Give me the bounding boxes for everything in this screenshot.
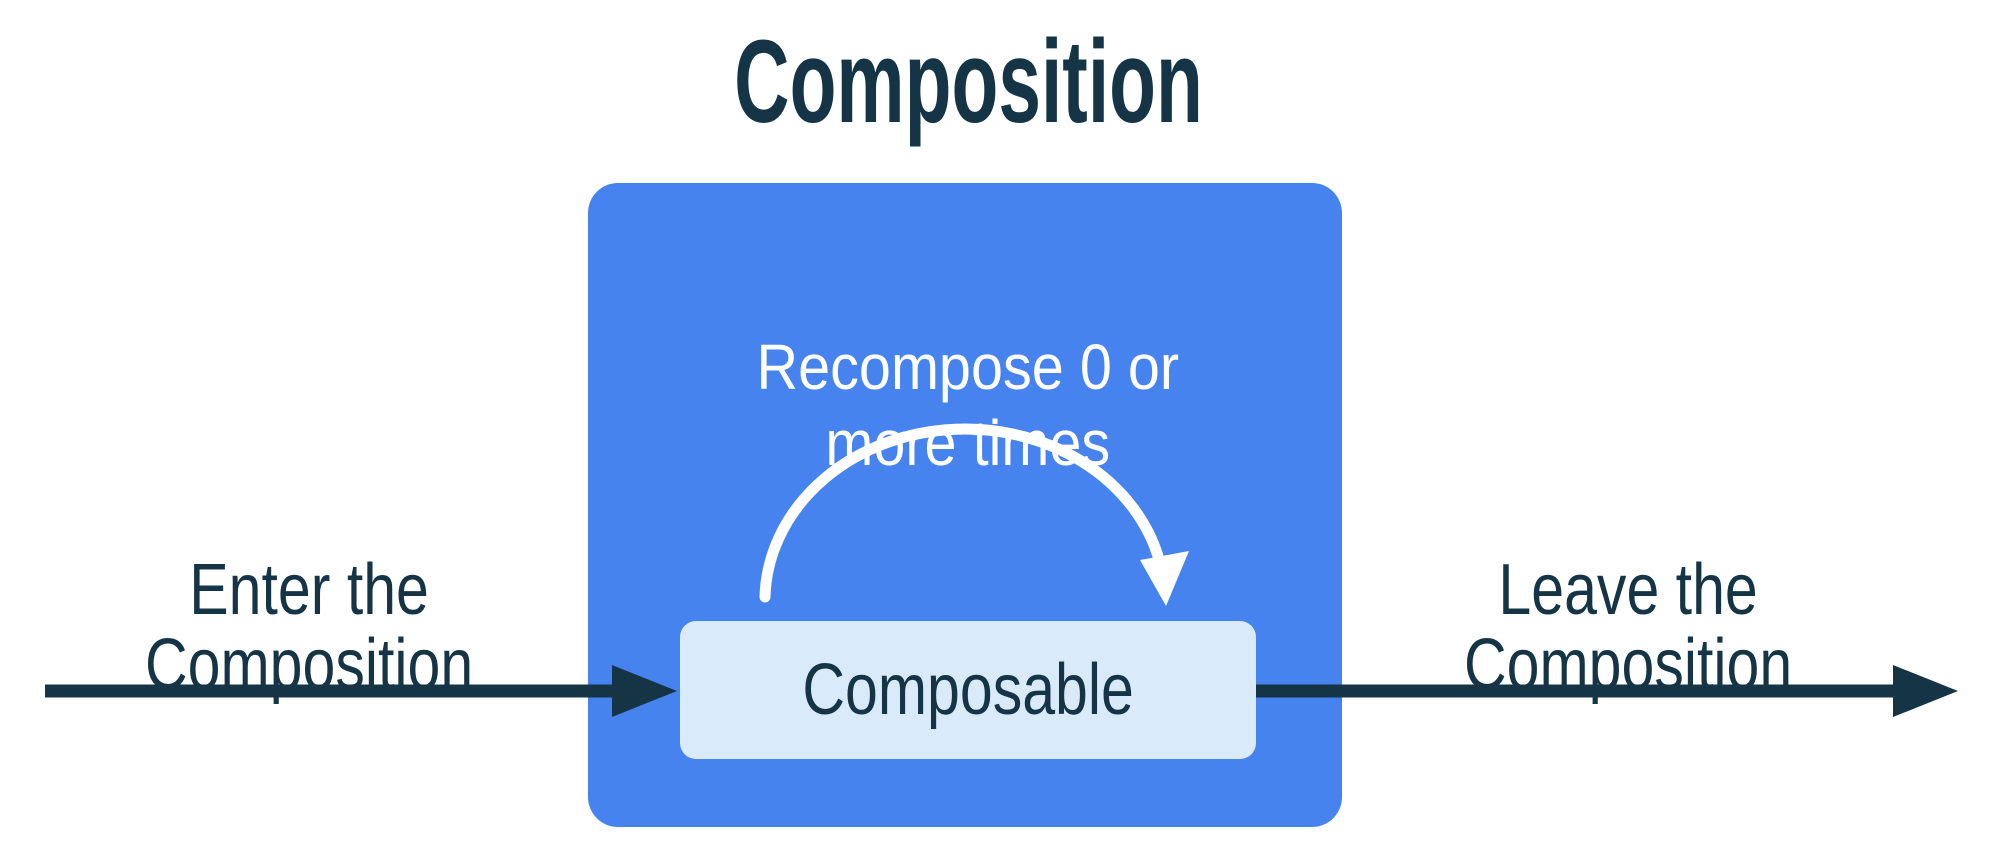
diagram-title: Composition: [469, 23, 1469, 141]
composable-box: Composable: [680, 621, 1256, 759]
enter-composition-label: Enter the Composition: [59, 478, 559, 703]
leave-composition-label: Leave the Composition: [1378, 478, 1878, 703]
recompose-label: Recompose 0 or more times: [668, 253, 1268, 481]
composable-label: Composable: [802, 650, 1134, 730]
leave-arrowhead-icon: [1893, 665, 1958, 717]
leave-composition-text: Leave the Composition: [1463, 550, 1793, 705]
enter-composition-text: Enter the Composition: [144, 550, 474, 705]
diagram-title-text: Composition: [734, 16, 1204, 148]
recompose-label-text: Recompose 0 or more times: [756, 331, 1180, 479]
